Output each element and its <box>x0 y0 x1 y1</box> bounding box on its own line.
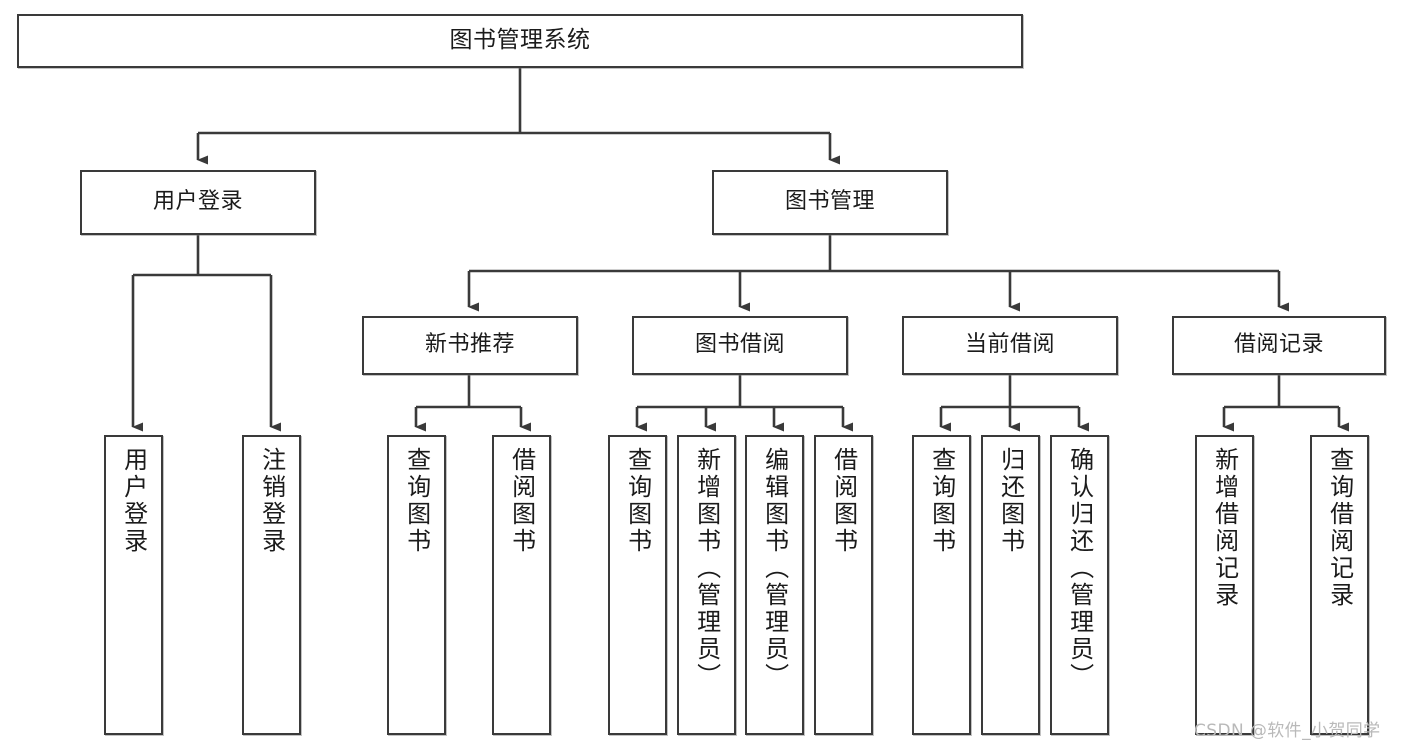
node-leaf-query-book-cb[interactable]: 查询图书 <box>912 435 971 735</box>
watermark-text: CSDN @软件_小贺同学 <box>1194 721 1381 741</box>
node-label: 查询图书 <box>927 447 956 555</box>
node-leaf-borrow-book-bb[interactable]: 借阅图书 <box>814 435 873 735</box>
node-leaf-query-book-nb[interactable]: 查询图书 <box>387 435 446 735</box>
node-label: 确认归还（管理员） <box>1065 447 1094 690</box>
node-leaf-query-borrow-record[interactable]: 查询借阅记录 <box>1310 435 1369 735</box>
node-label: 新增图书（管理员） <box>692 447 721 690</box>
node-label: 查询借阅记录 <box>1325 447 1354 609</box>
node-new-book-recommend[interactable]: 新书推荐 <box>362 316 578 375</box>
node-leaf-return-book[interactable]: 归还图书 <box>981 435 1040 735</box>
node-label: 用户登录 <box>152 189 243 215</box>
node-leaf-user-login[interactable]: 用户登录 <box>104 435 163 735</box>
node-label: 查询图书 <box>623 447 652 555</box>
node-leaf-logout[interactable]: 注销登录 <box>242 435 301 735</box>
node-label: 注销登录 <box>257 447 286 555</box>
node-root-system[interactable]: 图书管理系统 <box>17 14 1023 68</box>
node-leaf-borrow-book-nb[interactable]: 借阅图书 <box>492 435 551 735</box>
node-leaf-add-book-admin[interactable]: 新增图书（管理员） <box>677 435 736 735</box>
node-leaf-query-book-bb[interactable]: 查询图书 <box>608 435 667 735</box>
node-leaf-add-borrow-record[interactable]: 新增借阅记录 <box>1195 435 1254 735</box>
node-label: 借阅图书 <box>507 447 536 555</box>
node-leaf-edit-book-admin[interactable]: 编辑图书（管理员） <box>745 435 804 735</box>
node-label: 借阅记录 <box>1233 332 1324 358</box>
node-label: 借阅图书 <box>829 447 858 555</box>
node-book-management[interactable]: 图书管理 <box>712 170 948 235</box>
node-book-borrow[interactable]: 图书借阅 <box>632 316 848 375</box>
node-user-login[interactable]: 用户登录 <box>80 170 316 235</box>
node-leaf-confirm-return-admin[interactable]: 确认归还（管理员） <box>1050 435 1109 735</box>
node-label: 查询图书 <box>402 447 431 555</box>
node-label: 当前借阅 <box>964 332 1055 358</box>
node-label: 新增借阅记录 <box>1210 447 1239 609</box>
node-label: 编辑图书（管理员） <box>760 447 789 690</box>
node-label: 图书管理 <box>784 189 875 215</box>
node-label: 归还图书 <box>996 447 1025 555</box>
node-label: 图书管理系统 <box>449 27 591 54</box>
node-borrow-record[interactable]: 借阅记录 <box>1172 316 1386 375</box>
node-label: 图书借阅 <box>694 332 785 358</box>
node-label: 用户登录 <box>119 447 148 555</box>
node-label: 新书推荐 <box>424 332 515 358</box>
node-current-borrow[interactable]: 当前借阅 <box>902 316 1118 375</box>
